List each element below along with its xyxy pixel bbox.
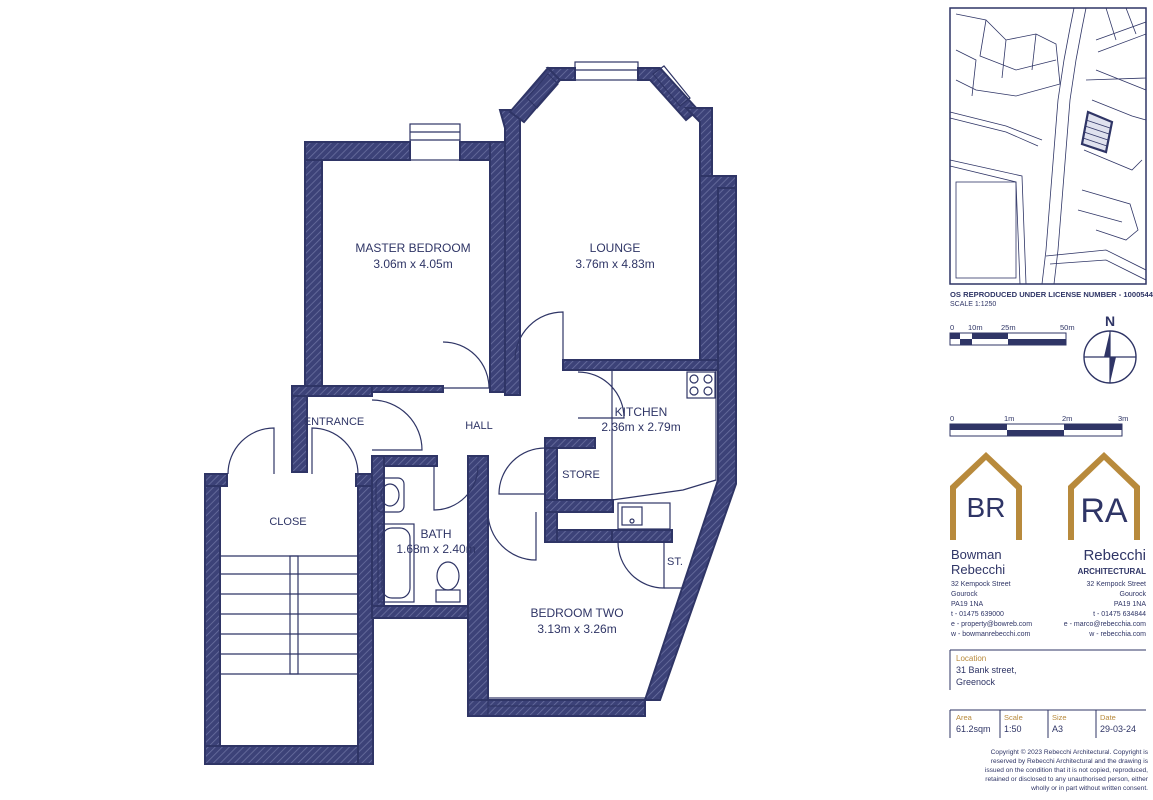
ra-mark: RA (1080, 492, 1128, 530)
svg-text:t - 01475 639000: t - 01475 639000 (951, 611, 1004, 618)
svg-text:PA19 1NA: PA19 1NA (951, 601, 983, 608)
master-bedroom-label: MASTER BEDROOM (355, 241, 470, 255)
svg-text:e - marco@rebecchia.com: e - marco@rebecchia.com (1064, 621, 1146, 628)
bedroom-two-window (487, 697, 646, 717)
location-box: Location 31 Bank street, Greenock (949, 649, 1146, 690)
location-line2: Greenock (956, 677, 996, 687)
svg-text:10m: 10m (968, 323, 983, 332)
bedroom-two-dims: 3.13m x 3.26m (537, 622, 616, 636)
rebecchi-architectural-logo: RA (1068, 452, 1140, 540)
stair-treads (220, 555, 358, 675)
svg-text:2m: 2m (1062, 414, 1072, 423)
svg-text:1m: 1m (1004, 414, 1014, 423)
br-contact: 32 Kempock Street Gourock PA19 1NA t - 0… (950, 581, 1032, 638)
date-value: 29-03-24 (1100, 724, 1136, 734)
svg-text:32 Kempock Street: 32 Kempock Street (951, 581, 1011, 588)
br-line1: Bowman (951, 547, 1002, 562)
ra-line1: Rebecchi (1083, 547, 1146, 564)
svg-text:Gourock: Gourock (951, 591, 978, 598)
plan-scale-bar: 0 1m 2m 3m (949, 414, 1128, 437)
bath-walls (371, 455, 646, 717)
kitchen-label: KITCHEN (615, 405, 668, 419)
svg-text:retained or disclosed to any u: retained or disclosed to any unauthorise… (985, 776, 1149, 783)
copyright-notice: Copyright © 2023 Rebecchi Architectural.… (985, 748, 1149, 792)
hall-label: HALL (465, 420, 493, 432)
lounge-dims: 3.76m x 4.83m (575, 257, 654, 271)
bedroom-two-label: BEDROOM TWO (530, 606, 623, 620)
svg-text:issued on the condition that i: issued on the condition that it is not c… (985, 767, 1148, 774)
svg-text:Area: Area (956, 713, 973, 722)
kitchen-dims: 2.36m x 2.79m (601, 420, 680, 434)
license-text: OS REPRODUCED UNDER LICENSE NUMBER - 100… (950, 290, 1153, 299)
info-row: Area 61.2sqm Scale 1:50 Size A3 Date 29-… (949, 709, 1146, 738)
svg-text:PA19 1NA: PA19 1NA (1114, 601, 1146, 608)
bath-label: BATH (420, 527, 451, 541)
ra-contact: 32 Kempock Street Gourock PA19 1NA t - 0… (1064, 581, 1147, 638)
svg-text:Date: Date (1100, 713, 1116, 722)
area-value: 61.2sqm (956, 724, 991, 734)
location-label: Location (956, 654, 986, 663)
svg-text:wholly or in part without writ: wholly or in part without written consen… (1030, 785, 1148, 792)
svg-text:t - 01475 634844: t - 01475 634844 (1093, 611, 1146, 618)
svg-text:Copyright © 2023 Rebecchi Arch: Copyright © 2023 Rebecchi Architectural.… (991, 748, 1149, 756)
title-block: OS REPRODUCED UNDER LICENSE NUMBER - 100… (949, 7, 1153, 792)
svg-text:w - rebecchia.com: w - rebecchia.com (1088, 631, 1146, 638)
svg-text:50m: 50m (1060, 323, 1075, 332)
site-scale-bar: 0 10m 25m 50m (949, 323, 1075, 346)
lounge-bay-window (526, 61, 691, 109)
site-map (949, 7, 1147, 285)
close-walls (204, 473, 374, 765)
svg-text:e - property@bowreb.com: e - property@bowreb.com (951, 621, 1032, 628)
svg-text:3m: 3m (1118, 414, 1128, 423)
svg-text:Size: Size (1052, 713, 1067, 722)
master-bedroom-walls (291, 141, 508, 473)
svg-text:Scale: Scale (1004, 713, 1023, 722)
bath-dims: 1.68m x 2.40m (396, 542, 475, 556)
entrance-label: ENTRANCE (304, 416, 365, 428)
st-label: ST. (667, 556, 683, 568)
lounge-label: LOUNGE (590, 241, 641, 255)
close-label: CLOSE (269, 516, 306, 528)
svg-text:25m: 25m (1001, 323, 1016, 332)
bowman-rebecchi-logo: BR (950, 452, 1022, 540)
svg-text:0: 0 (950, 323, 954, 332)
door-swings (227, 311, 684, 589)
location-line1: 31 Bank street, (956, 665, 1017, 675)
master-window (409, 123, 461, 161)
kitchen-walls (544, 187, 737, 701)
svg-text:Gourock: Gourock (1120, 591, 1147, 598)
scale-value: 1:50 (1004, 724, 1022, 734)
ra-line2: ARCHITECTURAL (1078, 567, 1147, 576)
svg-text:w - bowmanrebecchi.com: w - bowmanrebecchi.com (950, 631, 1031, 638)
room-labels: MASTER BEDROOM 3.06m x 4.05m LOUNGE 3.76… (269, 241, 683, 636)
svg-text:reserved by Rebecchi Architect: reserved by Rebecchi Architectural and t… (991, 758, 1149, 765)
master-bedroom-dims: 3.06m x 4.05m (373, 257, 452, 271)
north-arrow-icon: N (1083, 313, 1137, 384)
site-scale: SCALE 1:1250 (950, 301, 996, 308)
kitchen-fixtures (611, 369, 717, 530)
lounge-walls (498, 66, 737, 396)
svg-text:32 Kempock Street: 32 Kempock Street (1086, 581, 1146, 588)
br-mark: BR (967, 492, 1006, 523)
floor-plan: MASTER BEDROOM 3.06m x 4.05m LOUNGE 3.76… (204, 61, 737, 765)
size-value: A3 (1052, 724, 1063, 734)
bath-fixtures (375, 477, 461, 603)
svg-text:0: 0 (950, 414, 954, 423)
store-label: STORE (562, 469, 600, 481)
br-line2: Rebecchi (951, 562, 1005, 577)
north-label: N (1105, 313, 1115, 329)
